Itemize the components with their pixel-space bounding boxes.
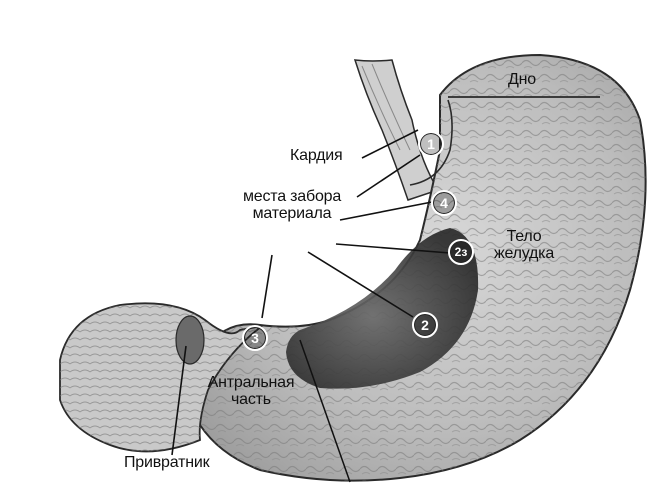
- label-sampling-sites: места забора материала: [222, 189, 362, 223]
- label-antrum-line1: Антральная: [208, 374, 295, 391]
- label-pylorus: Привратник: [124, 455, 209, 472]
- leader-sites-3: [262, 255, 272, 318]
- label-sampling-sites-line2: материала: [253, 205, 332, 222]
- label-cardia: Кардия: [290, 148, 343, 165]
- site-marker-3: 3: [242, 325, 268, 351]
- label-sampling-sites-line1: места забора: [243, 188, 341, 205]
- site-marker-1: 1: [418, 131, 444, 157]
- site-marker-2: 2: [412, 312, 438, 338]
- site-marker-2z: 2з: [448, 239, 474, 265]
- site-marker-4: 4: [431, 190, 457, 216]
- esophagus-shape: [355, 60, 438, 200]
- label-fundus: Дно: [508, 72, 536, 89]
- label-stomach-body-line2: желудка: [494, 245, 554, 262]
- label-antrum-line2: часть: [231, 391, 271, 408]
- label-stomach-body-line1: Тело: [507, 228, 542, 245]
- label-antrum: Антральная часть: [196, 375, 306, 409]
- label-stomach-body: Тело желудка: [484, 229, 564, 263]
